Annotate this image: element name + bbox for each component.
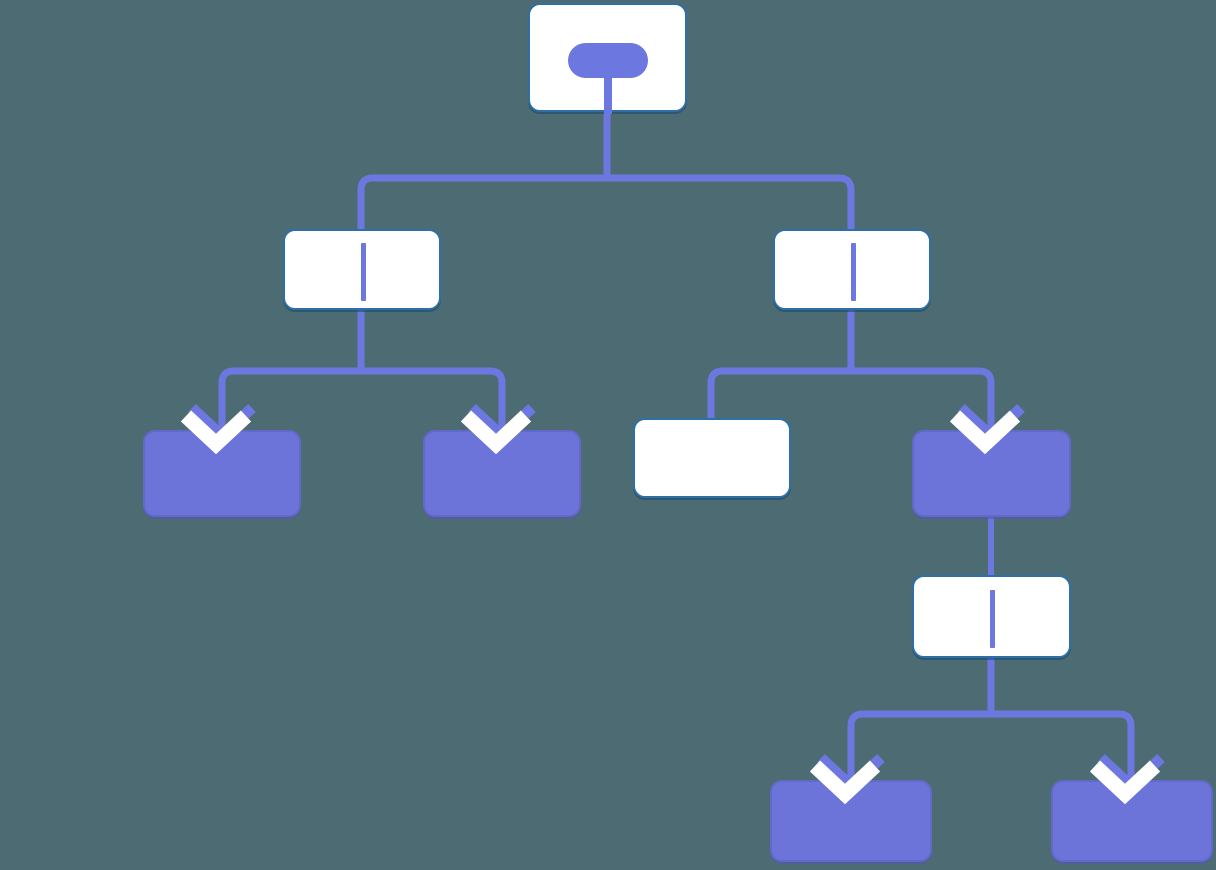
node-inner-line [851,243,856,301]
edge-level2left-to-b [357,310,506,437]
edge-level4-to-left [847,658,995,787]
edge-level2right-to-c [707,310,855,420]
level2-right-node[interactable] [773,229,931,310]
level3-node-b[interactable] [423,430,581,517]
level4-node[interactable] [912,575,1071,658]
level2-left-node[interactable] [283,229,441,310]
root-stem-shape [604,75,612,114]
root-node[interactable] [528,3,687,114]
edge-root-to-level2-left [357,112,611,229]
node-inner-line [361,243,366,301]
edge-level2right-to-d [847,310,995,437]
level5-left-node[interactable] [770,780,932,862]
level3-node-a[interactable] [143,430,301,517]
edge-root-to-level2-right [603,112,855,229]
level5-right-node[interactable] [1051,780,1213,862]
level3-node-d[interactable] [912,430,1071,517]
node-inner-line [990,590,995,648]
edge-level2left-to-a [218,310,365,437]
root-pill-shape [568,43,648,78]
edge-level4-to-right [987,658,1135,787]
level3-node-c[interactable] [633,418,791,498]
